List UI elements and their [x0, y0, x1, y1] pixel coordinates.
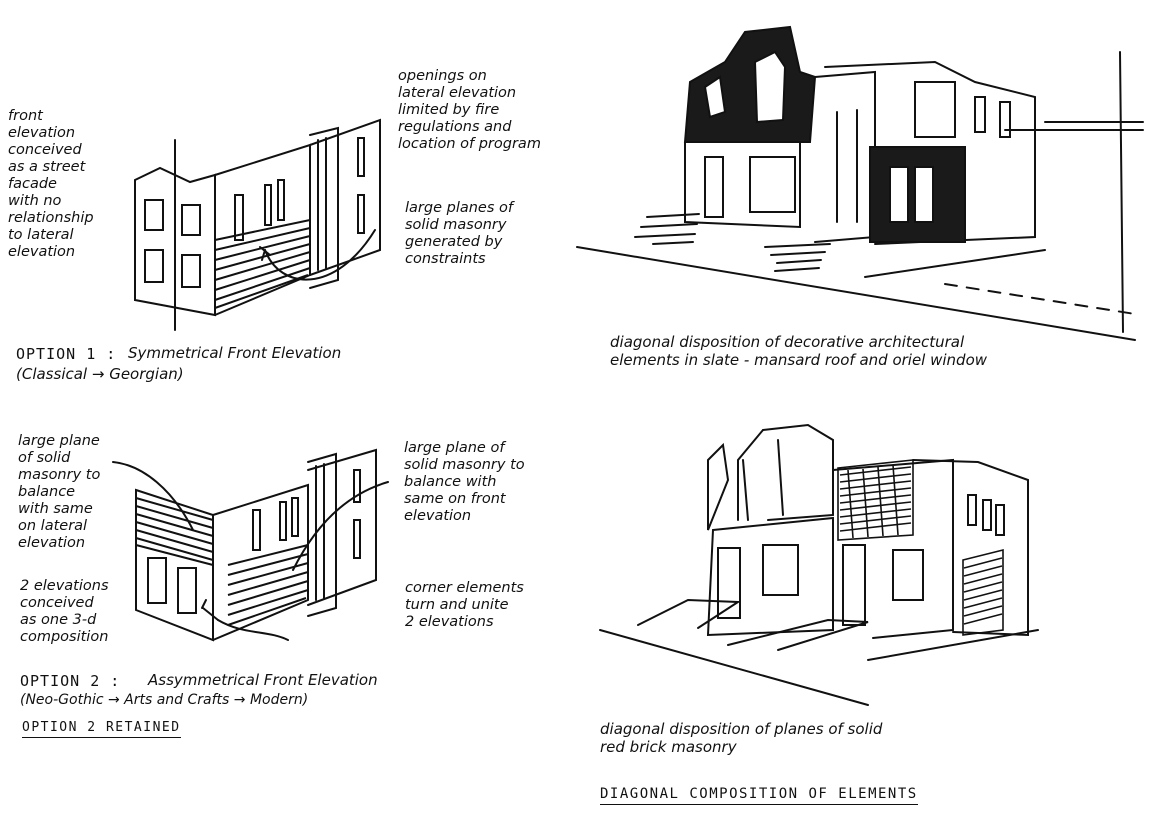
option2-title: Assymmetrical Front Elevation	[148, 671, 378, 689]
diagonal-composition-title: DIAGONAL COMPOSITION OF ELEMENTS	[600, 786, 918, 805]
option2-retained: OPTION 2 RETAINED	[22, 720, 181, 738]
option1-heading: OPTION 1 : Symmetrical Front Elevation (…	[16, 344, 456, 387]
note-large-plane-front: large plane of solid masonry to balance …	[404, 440, 525, 524]
option1-title: Symmetrical Front Elevation	[128, 344, 342, 362]
caption-decorative-elements: diagonal disposition of decorative archi…	[610, 333, 988, 369]
option2-label: OPTION 2 :	[20, 672, 121, 690]
note-two-elevations: 2 elevations conceived as one 3-d compos…	[20, 578, 109, 645]
brick-plane-perspective-sketch	[598, 420, 1048, 710]
note-lateral-openings: openings on lateral elevation limited by…	[398, 68, 541, 152]
option1-label: OPTION 1 :	[16, 345, 117, 363]
note-large-planes: large planes of solid masonry generated …	[405, 200, 513, 267]
note-front-elevation: front elevation conceived as a street fa…	[8, 108, 94, 260]
caption-brick-planes: diagonal disposition of planes of solid …	[600, 720, 883, 756]
option1-subtitle: (Classical → Georgian)	[16, 365, 184, 383]
option2-sketch	[118, 440, 418, 650]
note-large-plane-lateral: large plane of solid masonry to balance …	[18, 433, 101, 551]
option2-subtitle: (Neo-Gothic → Arts and Crafts → Modern)	[20, 692, 309, 708]
option1-sketch	[120, 110, 400, 340]
mansard-perspective-sketch	[575, 22, 1145, 342]
option2-heading: OPTION 2 : Assymmetrical Front Elevation…	[20, 671, 480, 742]
note-corner-elements: corner elements turn and unite 2 elevati…	[405, 580, 524, 630]
